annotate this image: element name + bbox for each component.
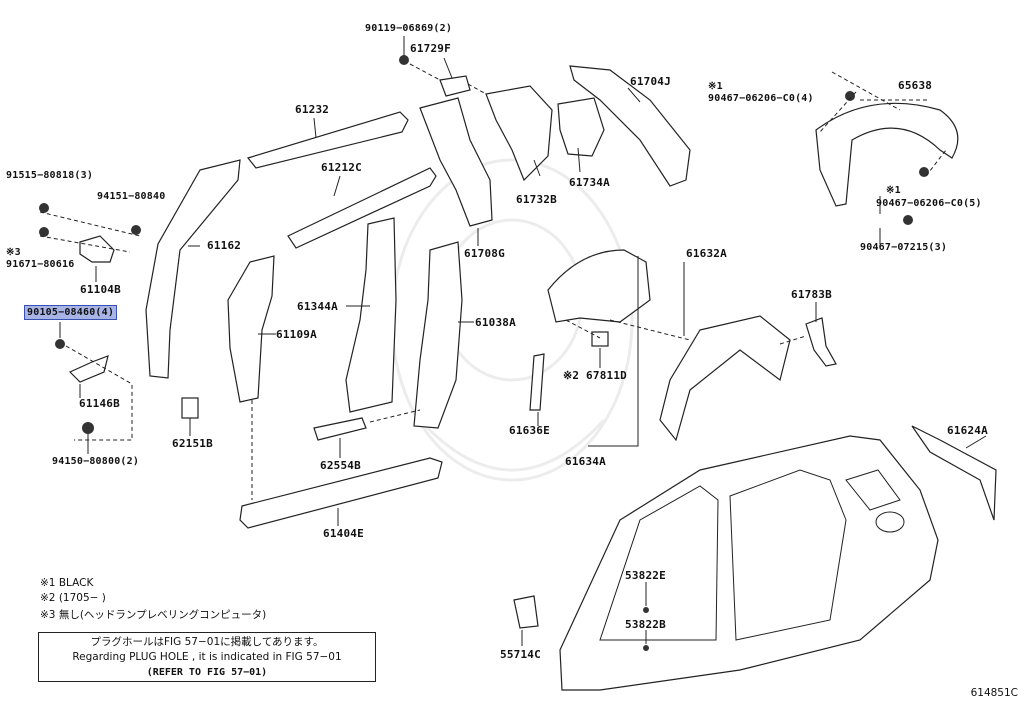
notice-line-jp: プラグホールはFIG 57−01に掲載してあります。 xyxy=(90,636,324,648)
label-61104B[interactable]: 61104B xyxy=(80,283,121,296)
bolt-icon[interactable] xyxy=(399,55,409,65)
label-note1-a: ※1 xyxy=(708,81,723,92)
part-61212C[interactable] xyxy=(287,167,437,249)
label-61162[interactable]: 61162 xyxy=(207,239,242,252)
part-61146B[interactable] xyxy=(68,355,109,383)
footnote-1: ※1 BLACK xyxy=(40,577,94,589)
nut-icon[interactable] xyxy=(82,422,94,434)
label-94151-80840[interactable]: 94151−80840 xyxy=(97,191,166,202)
part-55714C[interactable] xyxy=(513,595,539,629)
notice-line-en: Regarding PLUG HOLE , it is indicated in… xyxy=(72,651,342,663)
part-61734A[interactable] xyxy=(557,97,605,157)
label-67811D[interactable]: ※2 67811D xyxy=(563,369,627,382)
footnote-2: ※2 (1705− ) xyxy=(40,592,106,604)
part-62151B[interactable] xyxy=(181,397,199,419)
label-94150-80800[interactable]: 94150−80800(2) xyxy=(52,456,140,467)
label-90467-06206-b[interactable]: 90467−06206−C0(5) xyxy=(876,198,982,209)
plug-hole-notice: プラグホールはFIG 57−01に掲載してあります。 Regarding PLU… xyxy=(38,632,376,682)
part-61232[interactable] xyxy=(246,111,409,169)
label-61708G[interactable]: 61708G xyxy=(464,247,505,260)
label-90467-06206-a[interactable]: 90467−06206−C0(4) xyxy=(708,93,814,104)
label-61732B[interactable]: 61732B xyxy=(516,193,557,206)
part-61109A[interactable] xyxy=(227,255,275,403)
clip-icon[interactable] xyxy=(845,91,855,101)
part-61344A[interactable] xyxy=(345,217,397,413)
label-61729F[interactable]: 61729F xyxy=(410,42,451,55)
part-61783B[interactable] xyxy=(805,317,837,367)
label-note1-b: ※1 xyxy=(886,185,901,196)
label-61636E[interactable]: 61636E xyxy=(509,424,550,437)
label-61232[interactable]: 61232 xyxy=(295,103,330,116)
label-53822E[interactable]: 53822E xyxy=(625,569,666,582)
part-65638[interactable] xyxy=(815,102,959,207)
label-61038A[interactable]: 61038A xyxy=(475,316,516,329)
part-61404E[interactable] xyxy=(239,457,443,529)
bolt-icon[interactable] xyxy=(55,339,65,349)
label-61704J[interactable]: 61704J xyxy=(630,75,671,88)
label-90105-08460-selected[interactable]: 90105−08460(4) xyxy=(23,305,118,320)
footnote-3: ※3 無し(ヘッドランプレベリングコンピュータ) xyxy=(40,609,267,621)
clip-icon[interactable] xyxy=(643,645,649,651)
label-65638[interactable]: 65638 xyxy=(898,79,933,92)
part-61162[interactable] xyxy=(145,159,241,379)
label-61344A[interactable]: 61344A xyxy=(297,300,338,313)
label-91671-80616[interactable]: 91671−80616 xyxy=(6,259,75,270)
label-61734A[interactable]: 61734A xyxy=(569,176,610,189)
part-61634A[interactable] xyxy=(547,249,651,323)
bolt-icon[interactable] xyxy=(39,203,49,213)
bolt-icon[interactable] xyxy=(39,227,49,237)
drawing-number: 614851C xyxy=(970,687,1018,699)
part-61704J[interactable] xyxy=(569,65,691,187)
label-note3: ※3 xyxy=(6,247,21,258)
label-61624A[interactable]: 61624A xyxy=(947,424,988,437)
part-67811D[interactable] xyxy=(591,331,609,347)
label-55714C[interactable]: 55714C xyxy=(500,648,541,661)
part-61104B[interactable] xyxy=(79,235,115,263)
label-61404E[interactable]: 61404E xyxy=(323,527,364,540)
label-61212C[interactable]: 61212C xyxy=(321,161,362,174)
part-body-side-outer[interactable] xyxy=(559,435,939,691)
clip-icon[interactable] xyxy=(919,167,929,177)
part-61708G[interactable] xyxy=(419,97,493,227)
leader-lines xyxy=(59,36,987,646)
label-53822B[interactable]: 53822B xyxy=(625,618,666,631)
label-91515-80818[interactable]: 91515−80818(3) xyxy=(6,170,94,181)
clip-icon[interactable] xyxy=(903,215,913,225)
label-90467-07215[interactable]: 90467−07215(3) xyxy=(860,242,948,253)
label-61634A[interactable]: 61634A xyxy=(565,455,606,468)
clip-icon[interactable] xyxy=(643,607,649,613)
part-61624A[interactable] xyxy=(911,425,997,521)
part-61632A[interactable] xyxy=(659,315,791,442)
part-61636E[interactable] xyxy=(529,353,545,411)
nut-icon[interactable] xyxy=(131,225,141,235)
label-62554B[interactable]: 62554B xyxy=(320,459,361,472)
part-62554B[interactable] xyxy=(313,417,367,441)
label-61109A[interactable]: 61109A xyxy=(276,328,317,341)
part-61732B[interactable] xyxy=(485,85,553,182)
notice-reference: (REFER TO FIG 57−01) xyxy=(146,667,268,678)
label-61783B[interactable]: 61783B xyxy=(791,288,832,301)
label-62151B[interactable]: 62151B xyxy=(172,437,213,450)
label-61632A[interactable]: 61632A xyxy=(686,247,727,260)
part-61729F[interactable] xyxy=(439,75,471,97)
label-90119-06869[interactable]: 90119−06869(2) xyxy=(365,23,453,34)
part-61038A[interactable] xyxy=(413,241,463,429)
dashed-guides xyxy=(39,63,947,500)
label-61146B[interactable]: 61146B xyxy=(79,397,120,410)
